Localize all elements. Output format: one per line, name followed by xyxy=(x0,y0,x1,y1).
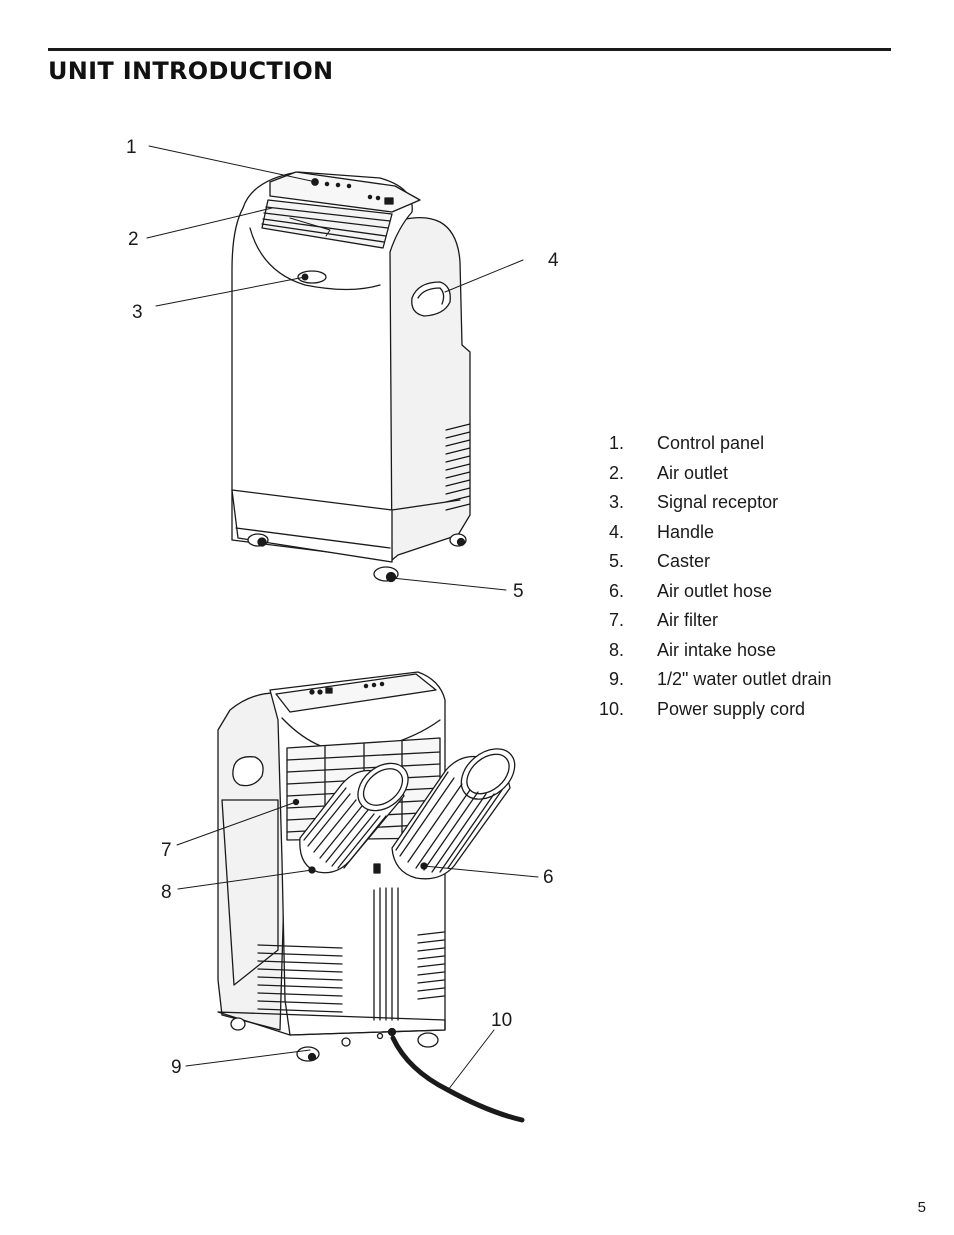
list-item: 5. Caster xyxy=(592,551,892,581)
list-item-number: 4. xyxy=(608,521,624,542)
list-item-number: 7. xyxy=(608,610,624,630)
list-item-label: Power supply cord xyxy=(657,698,806,719)
list-item-label: Control panel xyxy=(657,433,765,453)
list-item-number: 2. xyxy=(608,462,624,483)
callout-5: 5 xyxy=(513,581,524,602)
front-leader-lines xyxy=(146,145,524,591)
list-item-label: Handle xyxy=(657,521,715,542)
list-item: 3. Signal receptor xyxy=(592,492,892,522)
list-item-number: 3. xyxy=(608,492,624,512)
callout-8: 8 xyxy=(161,882,172,903)
list-item: 7. Air filter xyxy=(592,610,892,640)
parts-list: 1. Control panel 2. Air outlet 3. Signal re… xyxy=(592,433,892,728)
list-item: 6. Air outlet hose xyxy=(592,581,892,611)
list-item: 2. Air outlet xyxy=(592,463,892,493)
callout-7: 7 xyxy=(161,840,172,861)
front-view-illustration xyxy=(231,171,471,583)
callout-4: 4 xyxy=(548,250,559,271)
list-item-number: 6. xyxy=(608,580,624,601)
callout-1: 1 xyxy=(126,137,137,158)
list-item: 1. Control panel xyxy=(592,433,892,463)
list-item-number: 9. xyxy=(608,669,624,689)
list-item-label: Air outlet hose xyxy=(657,580,773,601)
list-item-label: Air filter xyxy=(657,610,719,630)
header-rule xyxy=(48,48,891,51)
list-item-number: 1. xyxy=(608,433,624,453)
list-item-label: Air intake hose xyxy=(657,639,777,660)
list-item-label: Air outlet xyxy=(657,462,729,483)
list-item: 4. Handle xyxy=(592,522,892,552)
callout-10: 10 xyxy=(491,1010,513,1031)
callout-6: 6 xyxy=(543,867,554,888)
list-item-number: 8. xyxy=(608,639,624,660)
list-item: 9. 1/2" water outlet drain xyxy=(592,669,892,699)
list-item: 10. Power supply cord xyxy=(592,699,892,729)
list-item-label: Signal receptor xyxy=(657,492,779,512)
rear-view-illustration xyxy=(217,671,525,1123)
callout-9: 9 xyxy=(171,1057,182,1078)
list-item-number: 5. xyxy=(608,551,624,571)
page-number: 5 xyxy=(917,1199,926,1216)
callout-3: 3 xyxy=(132,302,143,323)
list-item: 8. Air intake hose xyxy=(592,640,892,670)
list-item-label: 1/2" water outlet drain xyxy=(657,669,832,689)
page-title: UNIT INTRODUCTION xyxy=(48,57,334,85)
list-item-label: Caster xyxy=(657,551,711,571)
callout-2: 2 xyxy=(128,229,139,250)
list-item-number: 10. xyxy=(598,698,624,719)
rear-leader-lines xyxy=(176,801,539,1091)
